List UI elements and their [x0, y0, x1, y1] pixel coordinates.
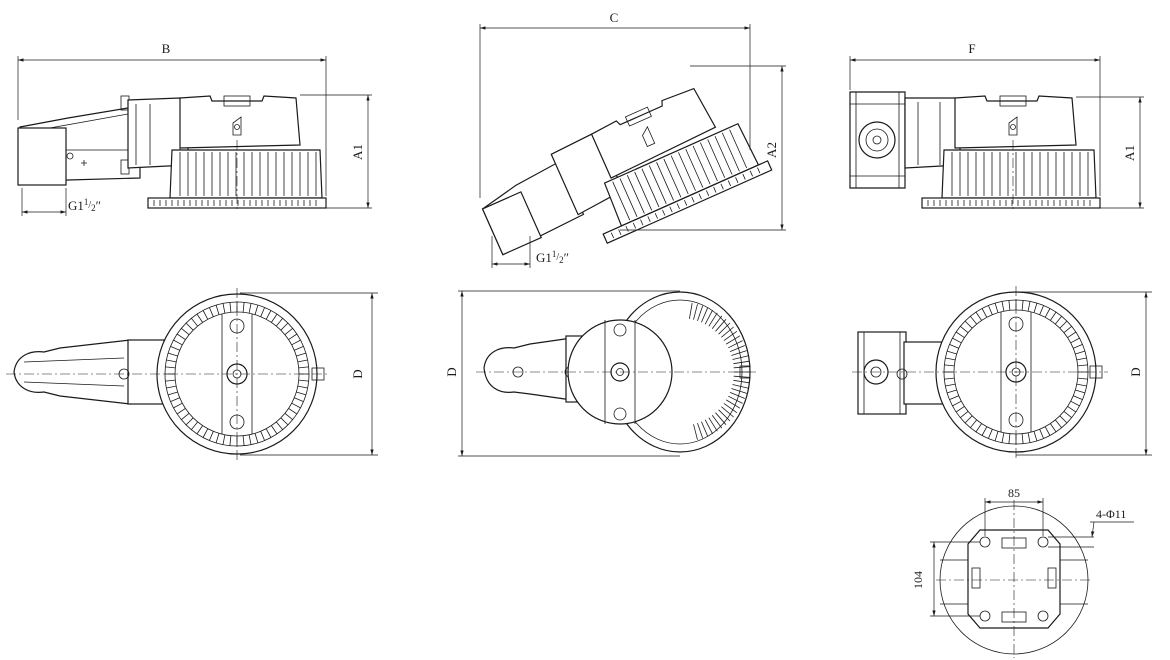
plate-holes-label: 4-Φ11: [1096, 507, 1126, 521]
dim-label-d-right: D: [1128, 367, 1143, 376]
plate-width-label: 85: [1008, 486, 1020, 500]
side-view-right: [849, 56, 1144, 210]
dim-label-d-left: D: [350, 369, 365, 378]
dim-label-f: F: [968, 41, 975, 56]
top-view-right: [852, 286, 1152, 458]
mounting-plate-view: [930, 498, 1134, 658]
top-view-middle: [458, 290, 756, 457]
side-view-tilted: [481, 87, 773, 256]
thread-label-tilted: G11/2″: [536, 249, 569, 265]
dim-label-a2: A2: [764, 142, 779, 158]
plate-height-label: 104: [911, 571, 925, 589]
dim-label-a1-right: A1: [1122, 145, 1137, 161]
dim-label-d-middle: D: [444, 367, 459, 376]
tilted-view-dimensions: [479, 24, 786, 268]
top-view-left: [6, 288, 378, 460]
side-view-left: [17, 56, 372, 216]
dim-label-b: B: [162, 41, 171, 56]
dim-label-c: C: [610, 10, 619, 25]
thread-label-left: G11/2″: [68, 197, 101, 213]
dim-label-a1-left: A1: [350, 144, 365, 160]
